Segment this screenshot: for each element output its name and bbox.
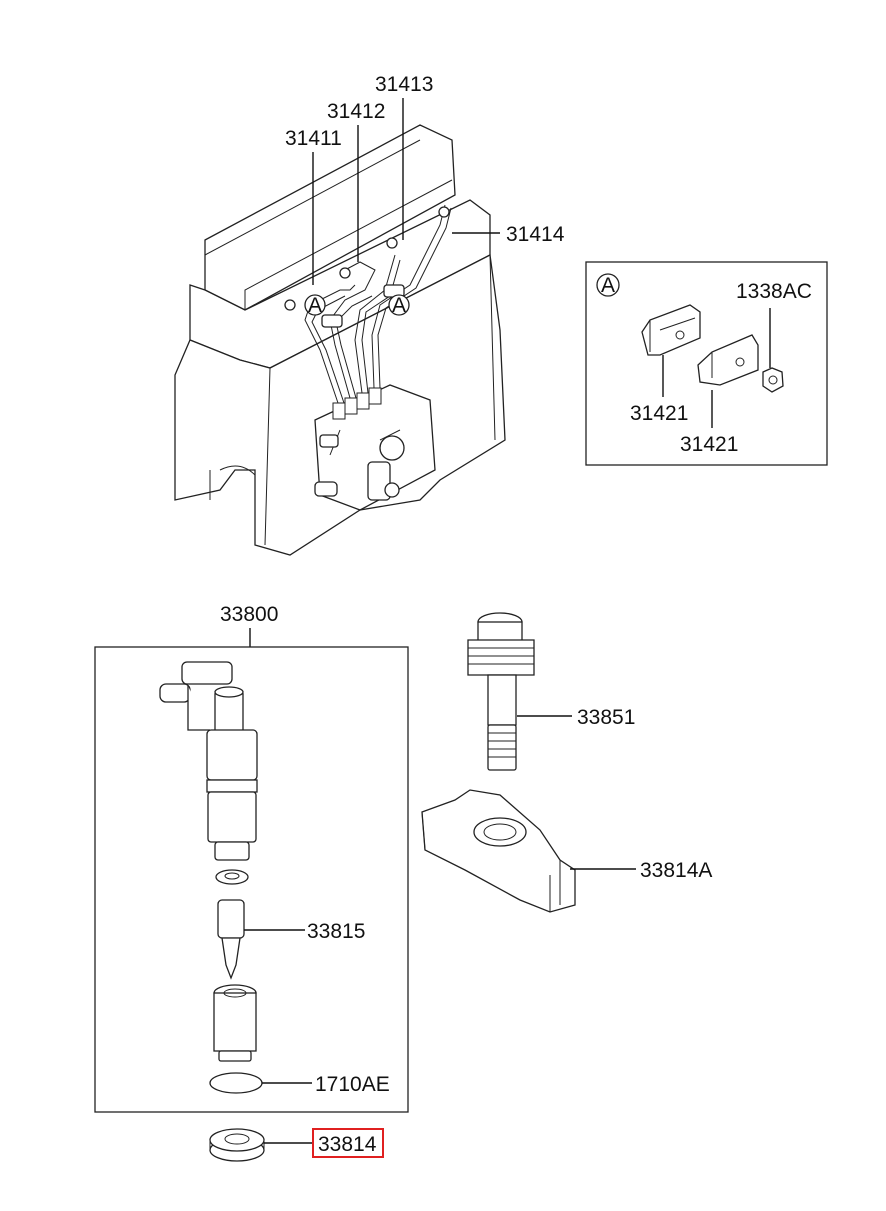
label-33814[interactable]: 33814 (318, 1133, 377, 1156)
injector-nozzle-holder (159, 661, 258, 861)
seal-washer (209, 1128, 265, 1162)
engine-block (174, 124, 506, 556)
label-33815[interactable]: 33815 (307, 920, 365, 943)
detail-a-box (585, 261, 828, 466)
svg-text:A: A (392, 294, 406, 317)
detail-marker-a-right: A (388, 294, 410, 317)
pipe-clamp-lower (697, 334, 759, 386)
label-33814a[interactable]: 33814A (640, 859, 712, 882)
svg-text:A: A (308, 294, 322, 317)
svg-text:A: A (601, 274, 615, 297)
label-1710ae[interactable]: 1710AE (315, 1073, 390, 1096)
injector-assembly-box (94, 646, 409, 1113)
injector-bolt (467, 612, 535, 771)
injector-clamp (421, 789, 576, 913)
engine-leader-lines (312, 98, 500, 285)
highlight-box-33814 (312, 1128, 384, 1158)
detail-a-header-marker: A (596, 273, 620, 297)
label-31421-a[interactable]: 31421 (630, 402, 688, 425)
label-31412[interactable]: 31412 (327, 100, 385, 123)
o-ring (209, 1072, 263, 1094)
pipe-clamp-upper (641, 304, 701, 356)
injector-washer (215, 869, 249, 885)
label-31421-b[interactable]: 31421 (680, 433, 738, 456)
detail-marker-a-left: A (304, 294, 326, 317)
label-31413[interactable]: 31413 (375, 73, 433, 96)
label-31411[interactable]: 31411 (285, 127, 342, 150)
label-1338ac[interactable]: 1338AC (736, 280, 812, 303)
label-33851[interactable]: 33851 (577, 706, 635, 729)
label-33800[interactable]: 33800 (220, 603, 278, 626)
nozzle-nut (213, 984, 257, 1062)
nozzle-tip (217, 899, 245, 980)
hex-nut (762, 367, 784, 393)
label-31414[interactable]: 31414 (506, 223, 565, 246)
